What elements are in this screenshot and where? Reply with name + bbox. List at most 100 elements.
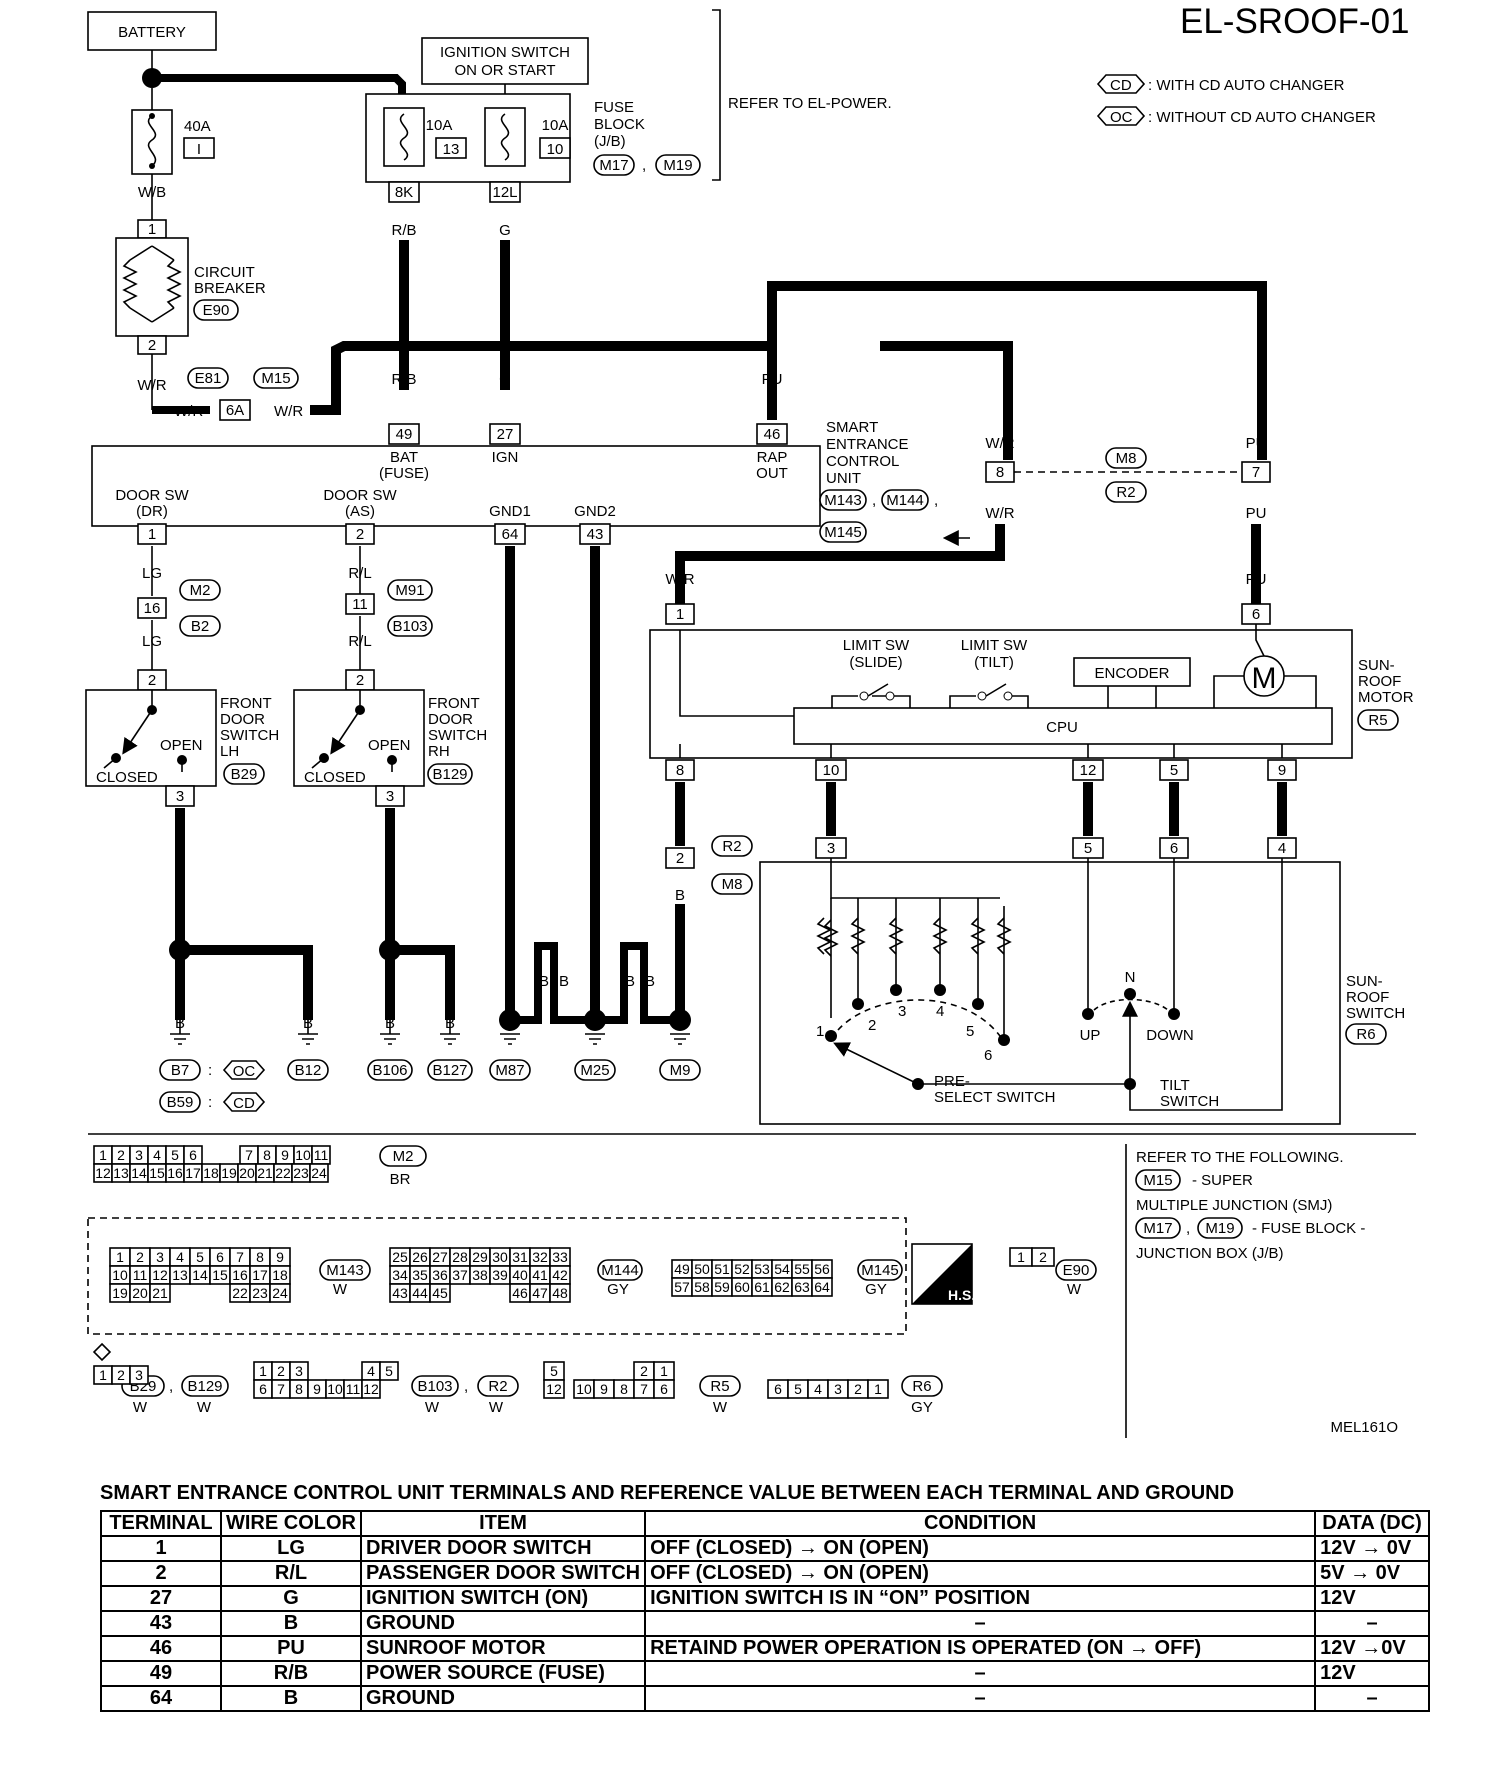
svg-text:CD: CD [1110,77,1132,94]
svg-text:B: B [675,973,685,990]
svg-text:R6: R6 [912,1378,931,1395]
svg-text:PRE-: PRE- [934,1073,970,1090]
sunroof-motor: 1 6 CPU LIMIT SW (SLIDE) LIMIT SW (TILT)… [649,603,1414,781]
table-cell: 2 [100,1560,222,1587]
connector-pin-label: 57 [674,1279,690,1295]
connector-pin-label: 9 [281,1147,289,1163]
front-door-switch-lh: 2 OPEN CLOSED 3 FRONT DOOR SWITCH LH B29 [85,669,279,807]
svg-text:B106: B106 [372,1062,407,1079]
connector-pin-label: 38 [472,1267,488,1283]
connector-pin-label: 56 [814,1261,830,1277]
svg-text:N: N [1125,969,1136,986]
svg-text:SMART: SMART [826,419,878,436]
connector-pin-label: 39 [492,1267,508,1283]
connector-pin-label: 11 [346,1381,361,1397]
svg-text:R5: R5 [1368,712,1387,729]
connector-pin-label: 59 [714,1279,730,1295]
connector-pin [543,1379,565,1399]
ground-symbols [170,1020,690,1045]
connector-pin-label: 49 [674,1261,690,1277]
svg-text:PU: PU [1246,571,1267,588]
svg-text:27: 27 [497,426,514,443]
svg-text:BR: BR [390,1171,411,1188]
svg-text:R5: R5 [710,1378,729,1395]
connector-pin-label: 20 [132,1285,148,1301]
connector-pin-label: 14 [131,1165,147,1181]
connector-pin [1031,1247,1055,1267]
table-cell: B [220,1610,362,1637]
connector-pin-label: 3 [295,1363,303,1379]
connector-pin-label: 8 [256,1249,264,1265]
svg-text:B129: B129 [432,766,467,783]
svg-text:OC: OC [1110,109,1133,126]
connector-pin-label: 8 [295,1381,303,1397]
connector-pin-label: 19 [112,1285,128,1301]
svg-text:R2: R2 [488,1378,507,1395]
connector-pin-label: 63 [794,1279,810,1295]
svg-text:IGN: IGN [492,449,519,466]
connector-pin-label: 13 [113,1165,129,1181]
ground-labels: B7 : OC B59 : CD B12 B106 B127 M87 M25 M… [159,1059,701,1113]
svg-text:4: 4 [1278,840,1286,857]
connector-pin [867,1379,889,1399]
table-cell: 12V [1314,1660,1430,1687]
connector-pin-label: 42 [552,1267,568,1283]
svg-text:M25: M25 [580,1062,609,1079]
svg-text:UP: UP [1080,1027,1101,1044]
connector-pin-label: 32 [532,1249,548,1265]
svg-text:OUT: OUT [756,465,788,482]
svg-text:R2: R2 [1116,484,1135,501]
table-cell: IGNITION SWITCH IS IN “ON” POSITION [644,1585,1317,1612]
connector-pin-label: 26 [412,1249,428,1265]
svg-text:B129: B129 [187,1378,222,1395]
svg-text:MEL161O: MEL161O [1330,1419,1398,1436]
table-cell: 12V →0V [1314,1635,1430,1662]
connector-pin-label: 18 [272,1267,288,1283]
svg-text:1: 1 [148,526,156,543]
table-cell: 43 [100,1610,222,1637]
svg-text:CLOSED: CLOSED [96,769,158,786]
connector-pin-label: 36 [432,1267,448,1283]
connector-pin-label: 16 [232,1267,248,1283]
svg-text:10A: 10A [426,117,453,134]
svg-text:8: 8 [996,464,1004,481]
svg-text:- FUSE BLOCK -: - FUSE BLOCK - [1252,1220,1365,1237]
svg-text:(SLIDE): (SLIDE) [849,654,902,671]
connector-pin [429,1283,451,1303]
connector-pin-label: 22 [275,1165,291,1181]
smart-entrance-control-unit: R/B G PU 49 27 46 BAT (FUSE) IGN RAP OUT… [91,371,938,543]
table-title: SMART ENTRANCE CONTROL UNIT TERMINALS AN… [100,1482,1235,1504]
svg-text::: : [208,1062,212,1079]
col-condition: CONDITION [644,1510,1317,1537]
connector-pin-label: 40 [512,1267,528,1283]
svg-text:W/R: W/R [985,435,1014,452]
svg-text:OC: OC [233,1063,256,1080]
svg-text:2: 2 [148,672,156,689]
svg-text:2: 2 [356,672,364,689]
svg-text:W: W [489,1399,504,1416]
svg-text:12: 12 [1080,762,1097,779]
svg-text:SELECT SWITCH: SELECT SWITCH [934,1089,1055,1106]
connector-pin-label: 24 [311,1165,327,1181]
svg-text:DOOR SW: DOOR SW [323,487,397,504]
svg-text:ON OR START: ON OR START [454,62,555,79]
connector-pin-label: 17 [185,1165,201,1181]
svg-text:B: B [590,973,600,990]
svg-text:46: 46 [764,426,781,443]
connector-pin-label: 11 [314,1147,329,1163]
svg-text:8: 8 [676,762,684,779]
svg-text:16: 16 [144,600,161,617]
svg-text:W: W [197,1399,212,1416]
svg-text:3: 3 [386,788,394,805]
battery: BATTERY [87,11,217,51]
svg-text:FUSE: FUSE [594,99,634,116]
svg-text:B: B [539,973,549,990]
wire-label-wb: W/B [138,184,166,201]
svg-text:FRONT: FRONT [220,695,272,712]
col-data: DATA (DC) [1314,1510,1430,1537]
table-cell: IGNITION SWITCH (ON) [359,1585,647,1612]
connector-pin [379,1361,399,1381]
svg-text:G: G [499,371,511,388]
svg-text:SWITCH: SWITCH [220,727,279,744]
